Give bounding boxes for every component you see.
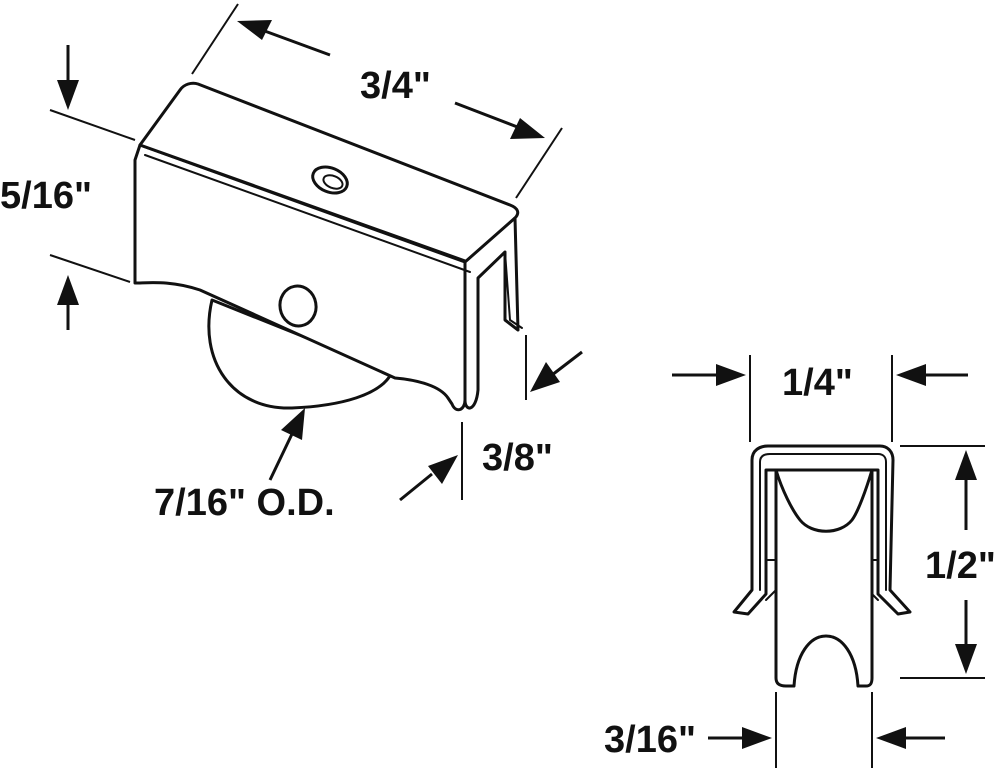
arrow-wheel-width-right [876, 727, 906, 749]
dimension-width-label: 3/8" [482, 437, 553, 479]
end-width-label: 1/4" [782, 362, 853, 404]
isometric-dimension-lines [49, 3, 583, 502]
housing-end-channel [463, 216, 520, 410]
arrow-wheel-width-left [742, 727, 772, 749]
end-view [732, 444, 912, 688]
arrow-end-height-top [955, 450, 977, 480]
arrow-end-height-bottom [955, 644, 977, 674]
wheel-od-label: 7/16" O.D. [154, 482, 335, 524]
wheel-width-label: 3/16" [604, 719, 696, 761]
top-screw-hole-inner [322, 174, 344, 190]
housing-front-face [133, 143, 467, 412]
arrow-length-left [237, 20, 272, 40]
arrow-height-top [57, 80, 79, 110]
arrow-height-bottom [57, 275, 79, 305]
end-wheel-profile [774, 468, 874, 688]
top-screw-hole [311, 165, 349, 195]
arrow-length-right [510, 118, 545, 139]
arrow-width-bottom [428, 455, 458, 484]
isometric-roller-view [133, 81, 523, 412]
end-height-label: 1/2" [925, 545, 996, 587]
arrow-end-width-right [896, 364, 926, 386]
arrow-end-width-left [716, 364, 746, 386]
housing-end-inner-edge [504, 251, 523, 329]
dimension-length-label: 3/4" [360, 65, 431, 107]
end-view-dimension-lines [672, 355, 985, 768]
arrow-width-top [530, 362, 560, 392]
dimension-height-label: 5/16" [0, 175, 92, 217]
axle-hole [278, 284, 318, 328]
end-bracket-outer [732, 444, 912, 616]
arrow-wheel-od [281, 408, 305, 440]
housing-bend-line [144, 154, 471, 273]
end-bracket-inner [759, 453, 887, 591]
roller-wheel [207, 298, 394, 410]
